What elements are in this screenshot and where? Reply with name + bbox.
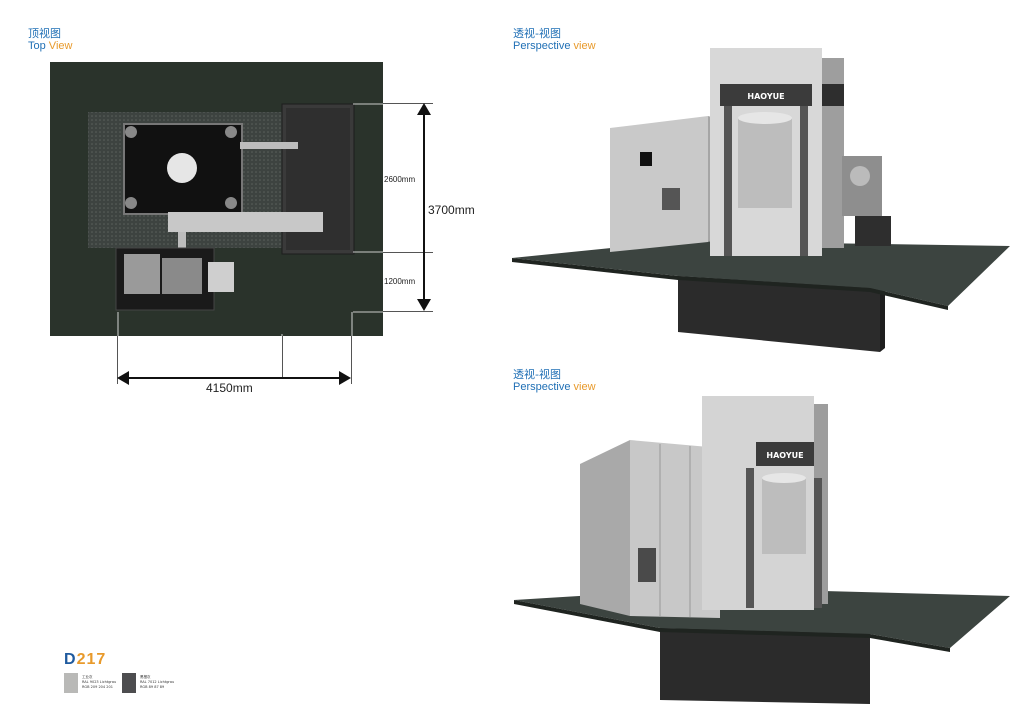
perspective-view-1-render: HAOYUE bbox=[512, 48, 1010, 352]
perspective-view-1-title-en: Perspective view bbox=[513, 40, 596, 52]
dim-guide-bottom bbox=[383, 311, 433, 312]
dim-width: 4150mm bbox=[206, 381, 253, 395]
dim-total-height: 3700mm bbox=[428, 203, 475, 217]
swatch-1: 工业灰 RAL 9023 Lichtgrau RGB 209 204 201 bbox=[64, 673, 120, 697]
dim-horizontal-line bbox=[128, 377, 340, 379]
dim-guide-right bbox=[351, 336, 352, 384]
perspective-view-2-title-en: Perspective view bbox=[513, 381, 596, 393]
top-view-drawing bbox=[50, 62, 383, 336]
dim-guide-left bbox=[117, 336, 118, 384]
swatch-1-text: 工业灰 RAL 9023 Lichtgrau RGB 209 204 201 bbox=[82, 675, 117, 689]
swatch-2-color bbox=[122, 673, 136, 693]
dim-upper-height: 2600mm bbox=[384, 175, 416, 184]
dim-arrow-down bbox=[417, 299, 431, 311]
svg-text:HAOYUE: HAOYUE bbox=[747, 92, 784, 101]
model-letter: D bbox=[64, 651, 77, 668]
perspective-view-1-title: 透视-视图 Perspective view bbox=[513, 27, 596, 53]
perspective-view-2-title-cn: 透视-视图 bbox=[513, 368, 561, 381]
dim-arrow-left bbox=[117, 371, 129, 385]
dim-guide-center bbox=[282, 336, 283, 378]
dim-guide-top bbox=[383, 103, 433, 104]
swatch-2: 黑橙灰 RAL 7012 Lichtgrau RGB 89 87 89 bbox=[122, 673, 178, 697]
perspective-view-2-render: HAOYUE bbox=[514, 396, 1010, 704]
model-number: 217 bbox=[76, 651, 107, 668]
svg-text:HAOYUE: HAOYUE bbox=[766, 451, 803, 460]
perspective-view-2-title: 透视-视图 Perspective view bbox=[513, 368, 596, 394]
top-view-title-cn: 顶视图 bbox=[28, 27, 61, 40]
dim-arrow-up bbox=[417, 103, 431, 115]
dim-arrow-right bbox=[339, 371, 351, 385]
dim-guide-mid bbox=[383, 252, 433, 253]
dim-vertical-line bbox=[423, 114, 425, 300]
swatch-1-color bbox=[64, 673, 78, 693]
top-view-title-en: Top View bbox=[28, 40, 73, 52]
model-label: D217 bbox=[64, 651, 106, 669]
perspective-view-1-title-cn: 透视-视图 bbox=[513, 27, 561, 40]
swatch-2-text: 黑橙灰 RAL 7012 Lichtgrau RGB 89 87 89 bbox=[140, 675, 175, 689]
top-view-title: 顶视图 Top View bbox=[28, 27, 73, 53]
dim-lower-height: 1200mm bbox=[384, 277, 416, 286]
